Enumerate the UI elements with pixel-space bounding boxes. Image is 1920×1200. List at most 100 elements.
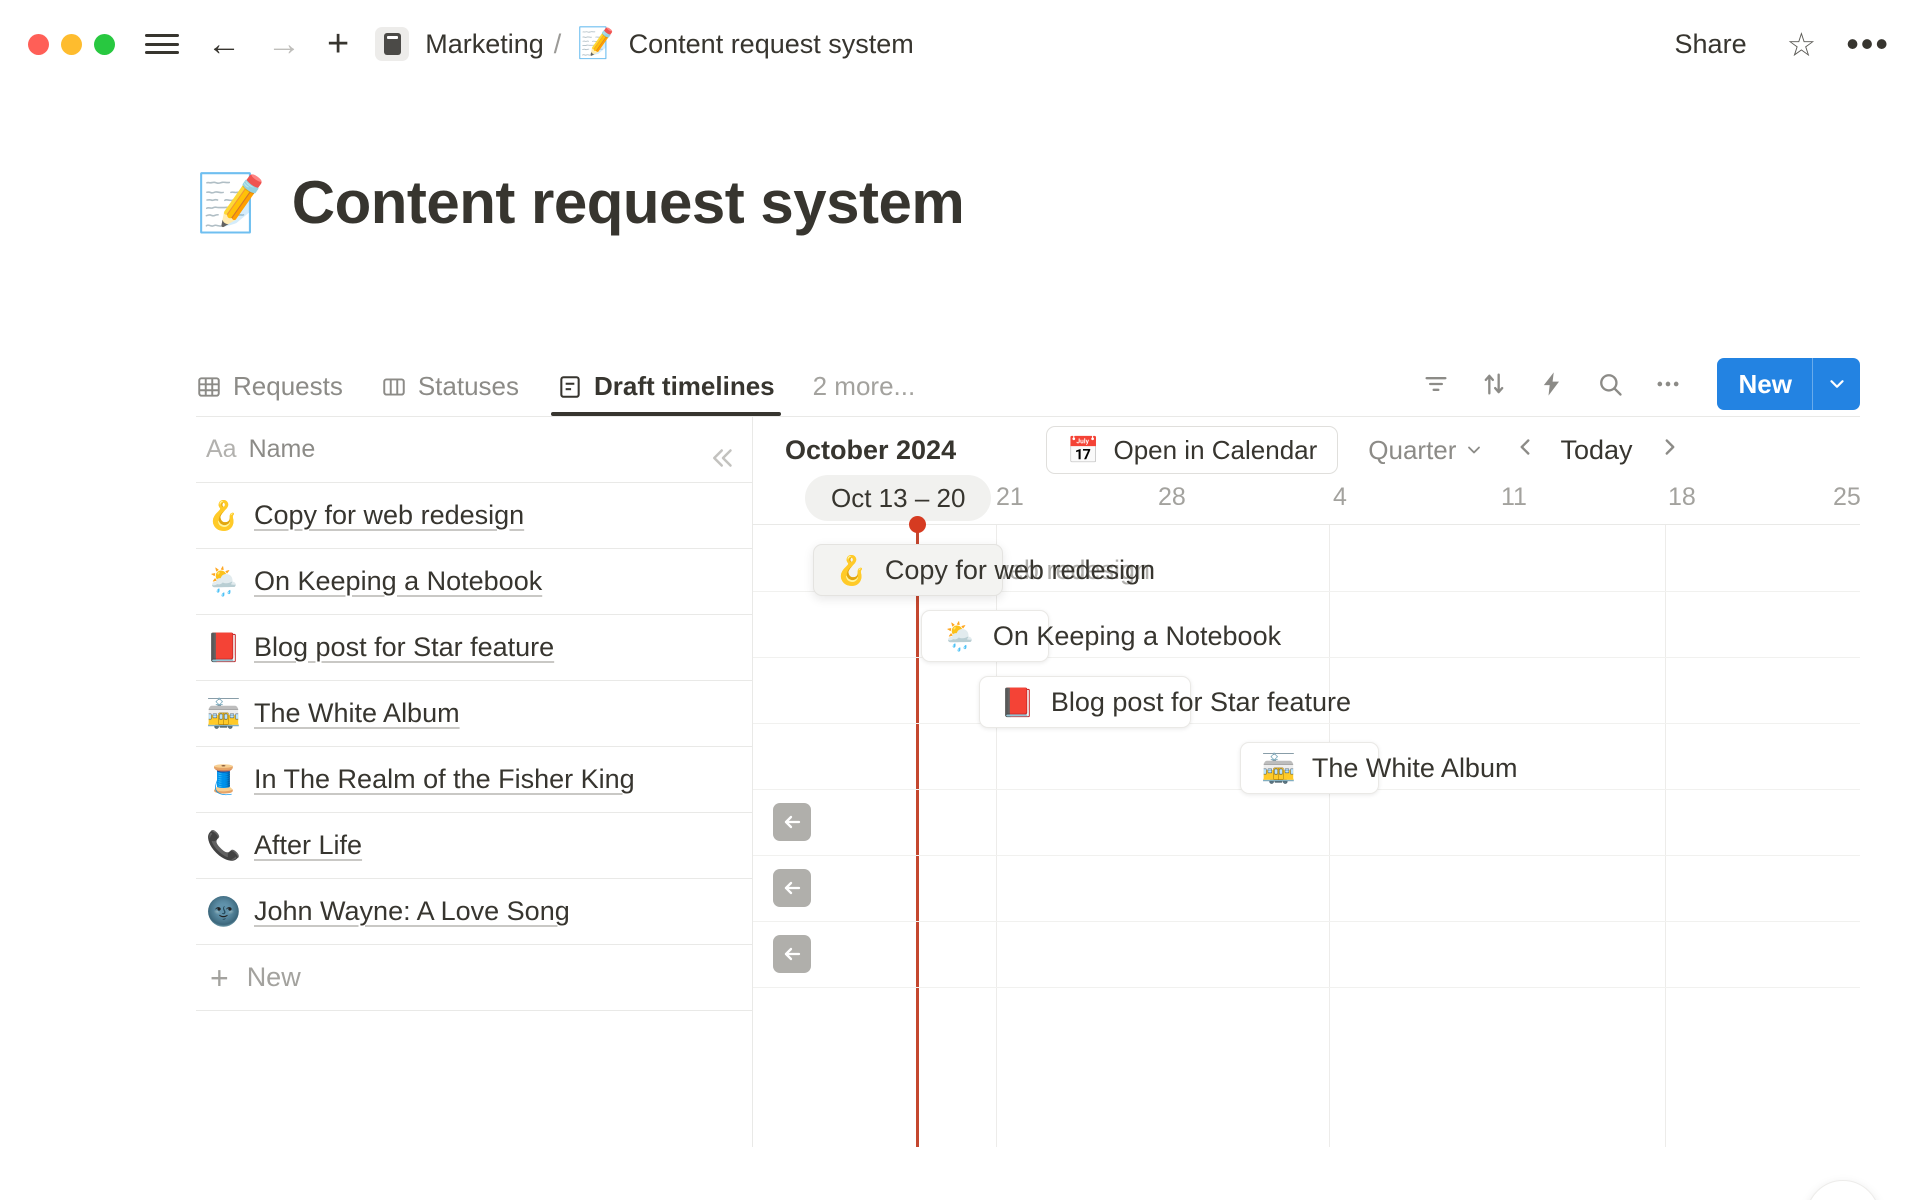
table-icon bbox=[196, 374, 222, 400]
open-in-calendar-button[interactable]: 📅 Open in Calendar bbox=[1046, 426, 1339, 474]
tabs-overflow-button[interactable]: 2 more... bbox=[812, 371, 916, 401]
sidebar-toggle-icon[interactable] bbox=[145, 31, 179, 57]
row-title[interactable]: After Life bbox=[254, 830, 363, 860]
tab-requests[interactable]: Requests bbox=[196, 371, 343, 416]
minimize-window-button[interactable] bbox=[61, 33, 82, 55]
table-row[interactable]: 🧵In The Realm of the Fisher King bbox=[196, 747, 752, 813]
chevron-left-icon[interactable] bbox=[1512, 434, 1538, 467]
card-emoji-icon: 🌦️ bbox=[942, 620, 977, 652]
breadcrumb-page[interactable]: Content request system bbox=[628, 28, 914, 59]
card-emoji-icon: 📕 bbox=[1000, 686, 1035, 718]
timeline-card[interactable]: 🚋 The White Album bbox=[1240, 742, 1517, 794]
timeline-month-label: October 2024 bbox=[785, 434, 957, 465]
row-emoji-icon: 🌚 bbox=[206, 896, 241, 927]
table-row[interactable]: 🌦️ On Keeping a Notebook bbox=[196, 549, 752, 615]
new-button[interactable]: New bbox=[1738, 368, 1792, 399]
breadcrumb-page-icon: 📝 bbox=[577, 27, 615, 60]
chevron-right-icon[interactable] bbox=[1657, 434, 1683, 467]
sort-icon[interactable] bbox=[1471, 361, 1517, 407]
row-title[interactable]: Copy for web redesign bbox=[254, 500, 525, 530]
timeline-card-dragging[interactable]: 🪝Copy for web redesign bbox=[813, 544, 1155, 596]
tabs-divider bbox=[196, 416, 1860, 417]
row-title[interactable]: In The Realm of the Fisher King bbox=[254, 764, 635, 794]
card-title: Blog post for Star feature bbox=[1050, 686, 1352, 717]
add-new-row-button[interactable]: + New bbox=[196, 945, 752, 1011]
drag-date-range-tooltip: Oct 13 – 20 bbox=[805, 475, 992, 521]
breadcrumb-workspace[interactable]: Marketing bbox=[425, 28, 544, 59]
row-title[interactable]: On Keeping a Notebook bbox=[254, 566, 543, 596]
timeline-zoom-select[interactable]: Quarter bbox=[1368, 435, 1484, 466]
timeline-gridline bbox=[996, 525, 997, 1147]
arrow-left-icon[interactable] bbox=[773, 935, 811, 973]
row-title[interactable]: John Wayne: A Love Song bbox=[254, 896, 570, 926]
breadcrumb-separator: / bbox=[553, 28, 562, 59]
date-tick-label: 4 bbox=[1333, 483, 1347, 511]
timeline-row-divider bbox=[753, 591, 1860, 592]
arrow-left-icon[interactable] bbox=[773, 869, 811, 907]
timeline-panel: October 2024 📅 Open in Calendar Quarter … bbox=[753, 417, 1860, 1147]
date-tick-label: 21 bbox=[996, 483, 1024, 511]
timeline-zoom-label: Quarter bbox=[1368, 434, 1457, 465]
date-tick-label: 25 bbox=[1833, 483, 1860, 511]
row-emoji-icon: 🚋 bbox=[206, 698, 241, 729]
row-emoji-icon: 🌦️ bbox=[206, 566, 241, 597]
timeline-gridline bbox=[1329, 525, 1330, 1147]
page-title[interactable]: Content request system bbox=[291, 169, 965, 236]
lightning-icon[interactable] bbox=[1529, 361, 1575, 407]
timeline-card[interactable]: 📕 Blog post for Star feature bbox=[979, 676, 1351, 728]
name-column-label: Name bbox=[248, 435, 316, 463]
chevrons-left-icon[interactable] bbox=[708, 443, 738, 478]
workspace-icon[interactable] bbox=[375, 27, 410, 61]
today-line bbox=[909, 516, 926, 1147]
more-options-icon[interactable]: ••• bbox=[1846, 23, 1890, 64]
plus-icon[interactable]: + bbox=[327, 23, 350, 65]
table-row[interactable]: 🪝Copy for web redesign bbox=[196, 483, 752, 549]
forward-arrow-icon[interactable]: → bbox=[267, 25, 301, 63]
close-window-button[interactable] bbox=[28, 33, 49, 55]
table-row[interactable]: 📞After Life bbox=[196, 813, 752, 879]
chevron-down-icon[interactable] bbox=[1812, 358, 1860, 410]
name-column-header[interactable]: Aa Name bbox=[196, 417, 752, 483]
tab-draft-timelines[interactable]: Draft timelines bbox=[551, 371, 781, 416]
name-column: Aa Name 🪝Copy for web redesign 🌦️ On Keepi… bbox=[196, 417, 753, 1147]
row-title[interactable]: Blog post for Star feature bbox=[254, 632, 555, 662]
window-traffic-lights bbox=[28, 33, 115, 55]
zoom-window-button[interactable] bbox=[94, 33, 115, 55]
page-body: 📝 Content request system Requests bbox=[0, 88, 1920, 1200]
timeline-row-divider bbox=[753, 987, 1860, 988]
today-button[interactable]: Today bbox=[1560, 434, 1633, 465]
share-button[interactable]: Share bbox=[1674, 28, 1747, 59]
table-row[interactable]: 🚋 The White Album bbox=[196, 681, 752, 747]
row-emoji-icon: 📕 bbox=[206, 632, 241, 663]
new-button-group: New bbox=[1716, 358, 1860, 410]
board-icon bbox=[381, 374, 407, 400]
property-type-icon: Aa bbox=[206, 435, 237, 463]
timeline-grid[interactable]: 🪝Copy for web redesign🪝Copy for web rede… bbox=[753, 516, 1860, 1147]
date-tick-label: 18 bbox=[1668, 483, 1696, 511]
page-icon[interactable]: 📝 bbox=[196, 170, 266, 234]
timeline-row-divider bbox=[753, 921, 1860, 922]
card-emoji-icon: 🚋 bbox=[1261, 752, 1296, 784]
card-title: The White Album bbox=[1311, 752, 1518, 783]
timeline-card[interactable]: 🌦️On Keeping a Notebook bbox=[921, 610, 1281, 662]
card-emoji-icon: 🪝 bbox=[834, 554, 869, 586]
row-title[interactable]: The White Album bbox=[254, 698, 460, 728]
tab-label: Requests bbox=[233, 371, 343, 401]
search-icon[interactable] bbox=[1587, 361, 1633, 407]
timeline-icon bbox=[557, 374, 583, 400]
today-dot bbox=[909, 516, 926, 533]
filter-icon[interactable] bbox=[1413, 361, 1459, 407]
tab-statuses[interactable]: Statuses bbox=[381, 371, 519, 416]
table-row[interactable]: 📕 Blog post for Star feature bbox=[196, 615, 752, 681]
back-arrow-icon[interactable]: ← bbox=[207, 25, 241, 63]
more-options-icon[interactable] bbox=[1645, 361, 1691, 407]
arrow-left-icon[interactable] bbox=[773, 803, 811, 841]
database-view-tabs: Requests Statuses Draft timelines bbox=[196, 350, 1860, 416]
calendar-icon: 📅 bbox=[1067, 435, 1100, 465]
timeline-row-divider bbox=[753, 855, 1860, 856]
help-button[interactable] bbox=[1806, 1180, 1880, 1200]
table-row[interactable]: 🌚 John Wayne: A Love Song bbox=[196, 879, 752, 945]
new-row-label: New bbox=[246, 962, 301, 992]
star-icon[interactable]: ☆ bbox=[1786, 25, 1817, 63]
